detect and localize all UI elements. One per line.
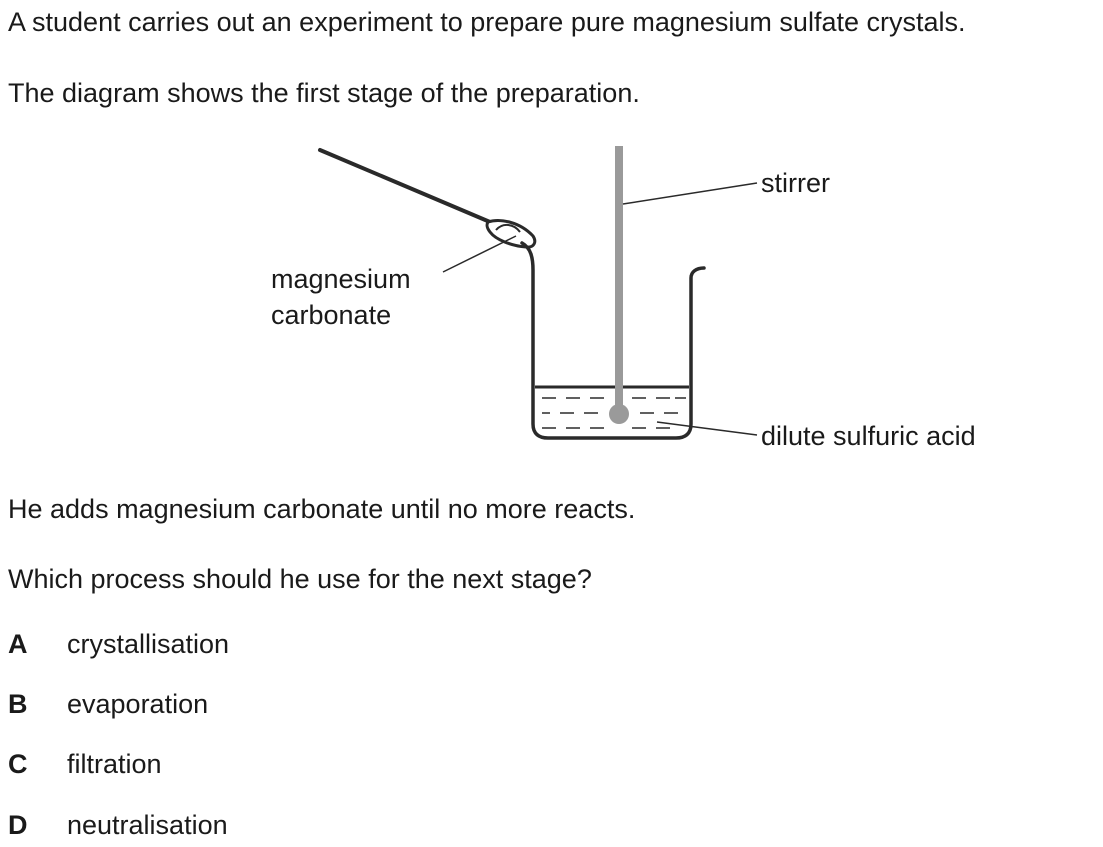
option-text: neutralisation bbox=[67, 810, 228, 840]
liquid-dashes bbox=[542, 397, 686, 429]
magnesium-carbonate-leader bbox=[442, 235, 517, 273]
option-letter: D bbox=[8, 810, 28, 840]
label-carbonate: carbonate bbox=[271, 300, 392, 330]
option-text: filtration bbox=[67, 749, 162, 779]
question-action: He adds magnesium carbonate until no mor… bbox=[8, 494, 636, 524]
option-text: crystallisation bbox=[67, 629, 230, 659]
label-magnesium: magnesium bbox=[271, 264, 411, 294]
beaker bbox=[520, 241, 706, 440]
magnesium-carbonate-powder bbox=[495, 224, 521, 233]
stirrer-leader bbox=[622, 182, 758, 205]
stirrer-tip bbox=[609, 404, 629, 424]
question-prompt: Which process should he use for the next… bbox=[8, 564, 592, 594]
question-intro: A student carries out an experiment to p… bbox=[8, 7, 966, 37]
option-letter: A bbox=[8, 629, 28, 659]
option-letter: B bbox=[8, 689, 28, 719]
stirrer-rod bbox=[615, 146, 623, 414]
spatula-handle bbox=[318, 148, 492, 224]
acid-leader bbox=[656, 421, 758, 436]
diagram-caption: The diagram shows the first stage of the… bbox=[8, 78, 640, 108]
option-text: evaporation bbox=[67, 689, 209, 719]
label-stirrer: stirrer bbox=[761, 168, 830, 198]
option-letter: C bbox=[8, 749, 28, 779]
label-dilute-sulfuric-acid: dilute sulfuric acid bbox=[761, 421, 976, 451]
